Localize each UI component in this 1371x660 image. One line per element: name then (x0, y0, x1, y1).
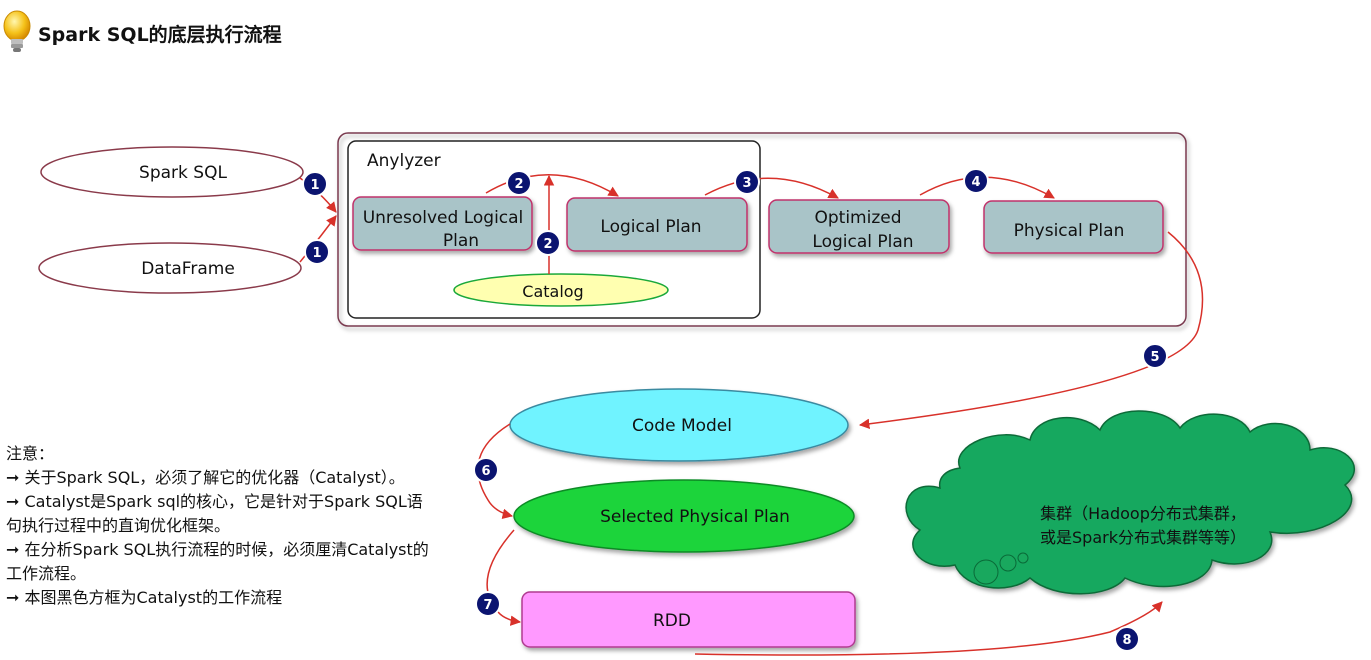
cloud-bubble-medium (999, 554, 1017, 572)
step-badge-7: 7 (475, 591, 501, 617)
note-line: ➞ 本图黑色方框为Catalyst的工作流程 (6, 588, 283, 607)
notes-heading: 注意： (6, 444, 55, 463)
physical-plan-label: Physical Plan (1014, 221, 1125, 241)
arrow-physical-to-code-model (858, 231, 1204, 430)
dataframe-label: DataFrame (141, 259, 235, 279)
cluster-cloud[interactable] (905, 410, 1356, 595)
note-line: 工作流程。 (6, 564, 87, 583)
logical-plan-box[interactable] (566, 197, 748, 252)
cloud-bubble-large (973, 559, 999, 585)
step-badge-2a: 2 (506, 170, 532, 196)
svg-text:1: 1 (310, 178, 319, 193)
spark-sql-ellipse[interactable] (40, 146, 304, 198)
arrow-rdd-to-cluster (694, 601, 1163, 656)
step-badge-8: 8 (1114, 626, 1140, 652)
step-badge-2b: 2 (535, 230, 561, 256)
logical-plan-label: Logical Plan (600, 217, 701, 237)
optimized-logical-plan-label-2: Logical Plan (812, 232, 913, 252)
physical-plan-box[interactable] (983, 200, 1164, 254)
step-badges: 1 1 2 2 3 4 5 6 (302, 168, 1168, 652)
cluster-label-2: 或是Spark分布式集群等等） (1040, 528, 1246, 547)
optimized-logical-plan-label-1: Optimized (814, 208, 901, 228)
cloud-bubble-small (1017, 552, 1029, 564)
catalog-ellipse[interactable] (453, 273, 669, 307)
unresolved-logical-plan-label-2: Plan (443, 231, 479, 251)
svg-text:4: 4 (971, 175, 980, 190)
svg-text:8: 8 (1122, 633, 1131, 648)
svg-text:1: 1 (312, 246, 321, 261)
rdd-label: RDD (653, 611, 691, 631)
note-line: ➞ Catalyst是Spark sql的核心，它是针对于Spark SQL语 (6, 492, 423, 511)
note-line: ➞ 关于Spark SQL，必须了解它的优化器（Catalyst）。 (6, 468, 405, 487)
unresolved-logical-plan-box[interactable] (352, 196, 533, 251)
step-badge-5: 5 (1142, 343, 1168, 369)
step-badge-6: 6 (473, 457, 499, 483)
svg-text:2: 2 (514, 177, 523, 192)
notes-panel: 注意： ➞ 关于Spark SQL，必须了解它的优化器（Catalyst）。 ➞… (6, 442, 486, 610)
step-badge-3: 3 (734, 169, 760, 195)
svg-text:5: 5 (1150, 350, 1159, 365)
step-badge-4: 4 (963, 168, 989, 194)
selected-physical-plan-ellipse[interactable] (513, 479, 855, 553)
svg-text:3: 3 (742, 176, 751, 191)
unresolved-logical-plan-label-1: Unresolved Logical (363, 208, 524, 228)
svg-text:2: 2 (543, 237, 552, 252)
dataframe-ellipse[interactable] (38, 242, 302, 294)
light-bulb-icon (3, 10, 31, 52)
catalyst-outer-frame (337, 132, 1187, 327)
code-model-ellipse[interactable] (509, 388, 849, 462)
svg-text:6: 6 (481, 464, 490, 479)
page-title: Spark SQL的底层执行流程 (38, 24, 282, 46)
catalog-label: Catalog (522, 282, 583, 301)
note-line: ➞ 在分析Spark SQL执行流程的时候，必须厘清Catalyst的 (6, 540, 429, 559)
code-model-label: Code Model (632, 416, 732, 436)
spark-sql-label: Spark SQL (139, 163, 227, 183)
arrow-logical-to-optimized (704, 177, 839, 199)
note-line: 句执行过程中的直询优化框架。 (6, 516, 231, 535)
optimized-logical-plan-box[interactable] (768, 199, 950, 254)
cluster-label-1: 集群（Hadoop分布式集群， (1040, 504, 1246, 523)
step-badge-1b: 1 (304, 239, 330, 265)
step-badge-1a: 1 (302, 171, 328, 197)
analyzer-frame (347, 140, 761, 319)
rdd-box[interactable] (521, 591, 856, 648)
svg-text:7: 7 (483, 598, 492, 613)
arrow-code-model-to-selected (477, 423, 514, 519)
selected-physical-plan-label: Selected Physical Plan (600, 507, 790, 527)
analyzer-label: Anylyzer (367, 151, 441, 171)
arrow-unresolved-to-logical (485, 174, 619, 197)
